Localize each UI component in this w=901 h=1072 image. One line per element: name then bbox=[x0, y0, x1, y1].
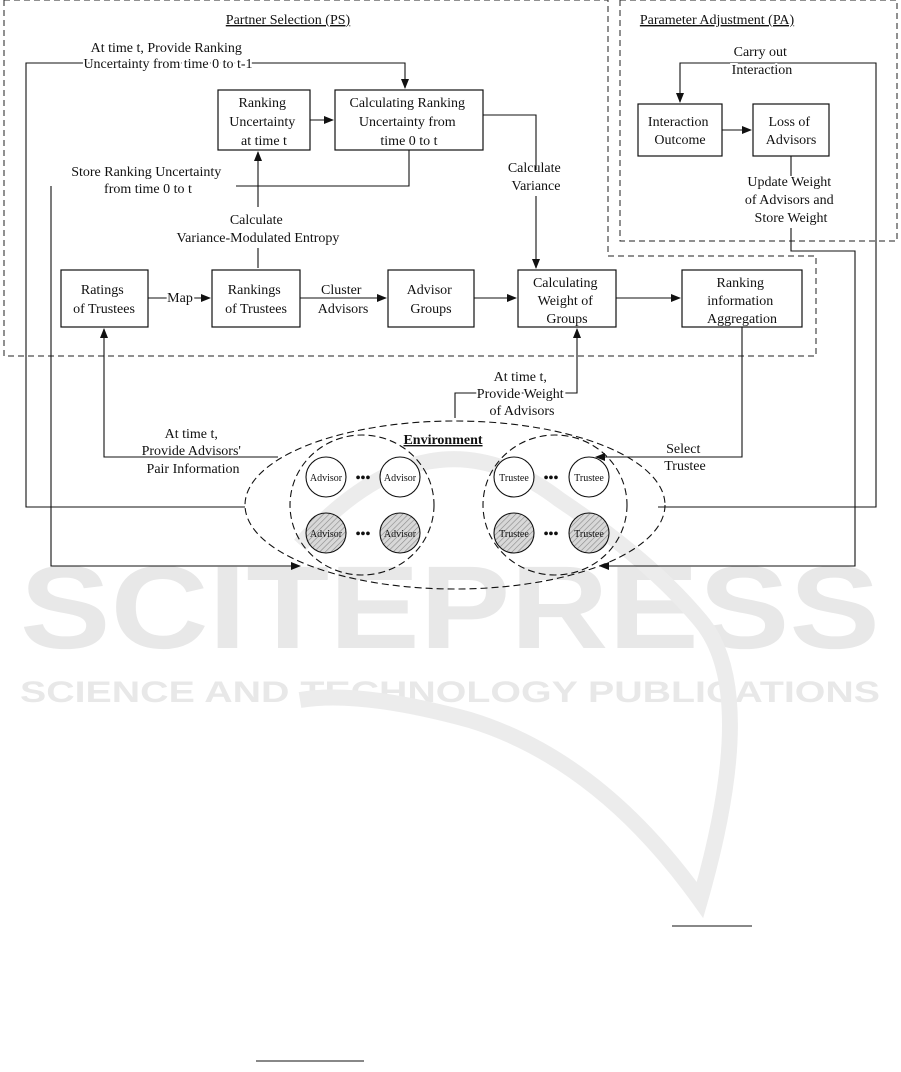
trustee-node bbox=[493, 456, 535, 498]
trustee-cluster-ellipse bbox=[482, 434, 628, 576]
calc-ranking-uncertainty-label: Calculating Ranking Uncertainty from tim… bbox=[350, 96, 469, 149]
parameter-adjustment-title: Parameter Adjustment (PA) bbox=[640, 13, 795, 28]
loss-advisors-label: Loss of Advisors bbox=[766, 115, 817, 148]
trustee-node-label: Trustee bbox=[574, 529, 604, 540]
calc-weight-groups-label: Calculating Weight of Groups bbox=[533, 276, 601, 327]
trustee-ellipsis: ••• bbox=[544, 527, 559, 542]
calculate-variance-label: Calculate Variance bbox=[508, 161, 564, 194]
environment-title: Environment bbox=[403, 433, 482, 448]
loss-advisors-box bbox=[752, 103, 830, 157]
ranking-aggregation-label: Ranking information Aggregation bbox=[707, 276, 777, 327]
arrow-variance bbox=[483, 114, 537, 170]
advisor-node-label: Advisor bbox=[384, 529, 417, 540]
trustee-node-hatched bbox=[568, 512, 610, 554]
rankings-box bbox=[211, 269, 301, 328]
rankings-label: Rankings of Trustees bbox=[225, 283, 287, 317]
advisor-node bbox=[379, 456, 421, 498]
select-trustee-label: Select Trustee bbox=[664, 442, 706, 474]
interaction-outcome-box bbox=[637, 103, 723, 157]
arrow-carry-out-interaction bbox=[658, 62, 877, 508]
arrow-pair-info bbox=[100, 328, 278, 458]
advisor-node-hatched bbox=[305, 512, 347, 554]
pair-info-label: At time t, Provide Advisors' Pair Inform… bbox=[142, 427, 245, 477]
advisor-groups-box bbox=[387, 269, 475, 328]
advisor-node bbox=[305, 456, 347, 498]
interaction-outcome-label: Interaction Outcome bbox=[648, 115, 712, 148]
trustee-node bbox=[568, 456, 610, 498]
environment-ellipse bbox=[244, 420, 666, 590]
partner-selection-title: Partner Selection (PS) bbox=[226, 13, 351, 28]
advisor-ellipsis: ••• bbox=[356, 527, 371, 542]
advisor-node-label: Advisor bbox=[310, 529, 343, 540]
ratings-label: Ratings of Trustees bbox=[73, 283, 135, 317]
arrow-select-trustee bbox=[595, 327, 743, 461]
ratings-box bbox=[60, 269, 149, 328]
line-store-down bbox=[50, 186, 301, 570]
trustee-node-label: Trustee bbox=[499, 473, 529, 484]
cluster-advisors-label: Cluster Advisors bbox=[318, 283, 369, 317]
environment-group: Environment Advisor Advisor Advisor Advi… bbox=[244, 420, 666, 590]
arrow-provide-weight bbox=[454, 328, 581, 418]
trustee-node-label: Trustee bbox=[574, 473, 604, 484]
partner-selection-region bbox=[3, 0, 817, 357]
arrow-provide-ranking-uncertainty bbox=[25, 62, 409, 508]
advisor-node-label: Advisor bbox=[384, 473, 417, 484]
carry-out-interaction-label: Carry out Interaction bbox=[732, 45, 793, 78]
publisher-watermark: SCITEPRESS SCIENCE AND TECHNOLOGY PUBLIC… bbox=[20, 451, 880, 919]
ranking-uncertainty-label: Ranking Uncertainty at time t bbox=[229, 96, 299, 149]
watermark-sub: SCIENCE AND TECHNOLOGY PUBLICATIONS bbox=[20, 676, 880, 709]
advisor-node-hatched bbox=[379, 512, 421, 554]
advisor-cluster-ellipse bbox=[289, 434, 435, 576]
store-ranking-uncertainty-label: Store Ranking Uncertainty from time 0 to… bbox=[71, 165, 225, 197]
trustee-node-hatched bbox=[493, 512, 535, 554]
ranking-aggregation-box bbox=[681, 269, 803, 328]
map-label: Map bbox=[167, 291, 193, 306]
advisor-ellipsis: ••• bbox=[356, 471, 371, 486]
update-weight-label: Update Weight of Advisors and Store Weig… bbox=[745, 175, 837, 226]
trustee-node-label: Trustee bbox=[499, 529, 529, 540]
advisor-groups-label: Advisor Groups bbox=[407, 283, 456, 317]
provide-weight-label: At time t, Provide Weight of Advisors bbox=[477, 370, 567, 419]
trustee-ellipsis: ••• bbox=[544, 471, 559, 486]
calculate-entropy-label: Calculate Variance-Modulated Entropy bbox=[177, 213, 340, 246]
watermark-main: SCITEPRESS bbox=[20, 542, 880, 674]
arrow-store-ranking-uncertainty bbox=[236, 150, 410, 187]
parameter-adjustment-region bbox=[619, 0, 898, 242]
provide-ranking-uncertainty-label: At time t, Provide Ranking Uncertainty f… bbox=[83, 41, 252, 72]
advisor-node-label: Advisor bbox=[310, 473, 343, 484]
line-store-weight bbox=[599, 228, 856, 570]
